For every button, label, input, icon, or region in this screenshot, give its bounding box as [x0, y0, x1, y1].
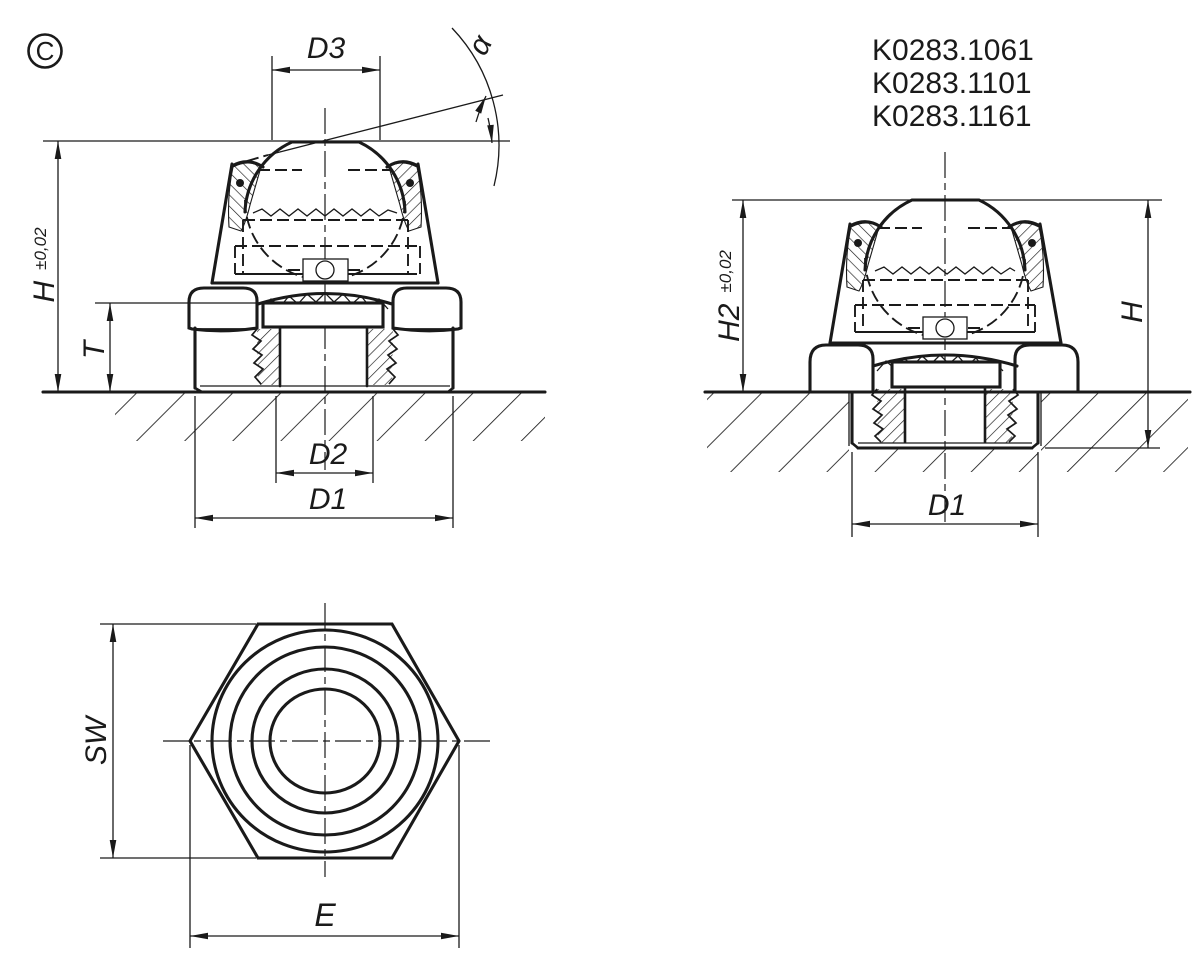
housing-cup — [210, 160, 440, 285]
dim-alpha: α — [246, 27, 504, 187]
dim-h-side: H — [1045, 200, 1160, 449]
dim-label-t: T — [78, 338, 111, 359]
part-number-list: K0283.1061 K0283.1101 K0283.1161 — [872, 34, 1034, 133]
part-number: K0283.1061 — [872, 34, 1034, 67]
badge-letter: C — [36, 36, 55, 66]
hex-flange — [808, 343, 1080, 394]
view-badge: C — [27, 33, 63, 69]
base-cylinder — [193, 326, 455, 394]
thread-undercut — [890, 360, 1002, 389]
dim-label-h: H — [1116, 301, 1149, 323]
dim-label-d3: D3 — [307, 32, 346, 65]
crimp-dot-right — [406, 179, 414, 187]
hex-facet-left — [187, 286, 259, 333]
dim-label-d1: D1 — [928, 489, 966, 522]
angle-arc — [451, 27, 500, 187]
hex-facet-right — [391, 286, 463, 333]
dim-d2: D2 — [275, 396, 374, 483]
dim-label-d1: D1 — [309, 483, 347, 516]
dim-label-alpha: α — [462, 29, 500, 60]
dim-label-h: H ±0,02 — [28, 227, 61, 303]
dim-label-d2: D2 — [309, 438, 348, 471]
dim-label-h2: H2 ±0,02 — [713, 250, 746, 342]
dim-h2: H2 ±0,02 — [713, 200, 747, 392]
thread-undercut — [261, 301, 385, 329]
dim-d3: D3 — [271, 32, 381, 140]
tilt-line — [267, 94, 504, 156]
hex-facet-right — [1013, 343, 1080, 394]
center-key-feature — [288, 258, 362, 282]
front-view: D3 α H ±0,02 T D2 — [28, 27, 547, 528]
thread-profile-left — [870, 388, 885, 443]
threaded-section — [870, 353, 1020, 444]
thread-profile-right — [385, 328, 400, 385]
crimp-section-right — [388, 162, 423, 232]
dim-sw: SW — [80, 623, 256, 859]
thread-profile-right — [1005, 388, 1020, 443]
ground-hatching — [852, 449, 1038, 472]
ground-hatching — [115, 393, 545, 441]
dim-e: E — [189, 745, 460, 948]
thread-wall-hatch-left — [257, 329, 280, 385]
dim-d1: D1 — [194, 396, 454, 528]
crimp-dot-left — [236, 179, 244, 187]
crimp-dot-right — [1028, 239, 1036, 247]
hex-facet-left — [808, 343, 875, 394]
threaded-section — [250, 291, 400, 388]
ground-hatching — [1041, 393, 1188, 472]
housing-cup — [828, 220, 1063, 345]
dim-h: H ±0,02 — [28, 141, 62, 392]
thread-wall-hatch-right — [367, 329, 393, 385]
badge-circle — [27, 33, 63, 69]
center-key-feature — [908, 316, 982, 340]
dim-label-sw: SW — [80, 714, 113, 765]
thread-wall-hatch-left — [877, 389, 905, 443]
crimp-section-left — [227, 162, 262, 232]
part-number: K0283.1101 — [872, 67, 1032, 100]
thread-wall-hatch-right — [985, 389, 1013, 443]
crimp-dot-left — [854, 239, 862, 247]
part-number: K0283.1161 — [872, 100, 1032, 133]
top-view: SW E — [80, 603, 492, 948]
dim-t: T — [78, 302, 262, 392]
hex-flange — [187, 286, 463, 333]
thread-profile-left — [250, 328, 265, 385]
ball-seat-wavy-line — [252, 208, 398, 217]
ball-seat-wavy-line — [874, 266, 1016, 275]
dim-label-e: E — [314, 897, 336, 933]
dim-d1-side: D1 — [851, 452, 1039, 537]
crimp-section-right — [1010, 222, 1045, 292]
ground-hatching — [707, 393, 849, 472]
side-view: H2 ±0,02 H D1 — [703, 152, 1192, 537]
